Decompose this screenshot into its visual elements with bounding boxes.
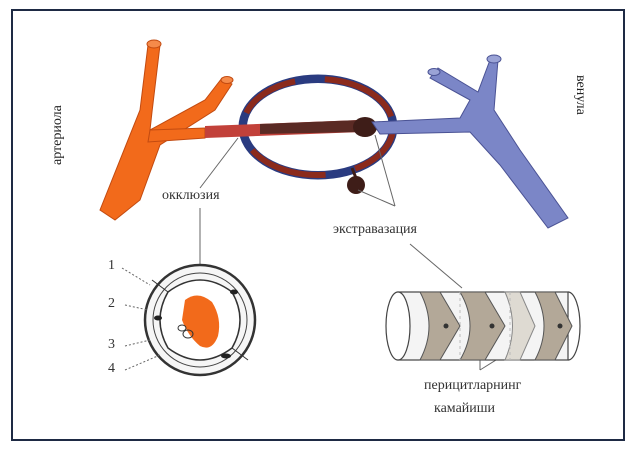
extravasation-label: экстравазация xyxy=(333,222,417,238)
pericytes-label-line1: перицитларнинг xyxy=(424,378,521,394)
part-number-3: 3 xyxy=(108,337,115,353)
pericytes-label-line2: камайиши xyxy=(434,401,495,417)
part-number-2: 2 xyxy=(108,296,115,312)
occlusion-label: окклюзия xyxy=(162,188,220,204)
arteriole-label: артериола xyxy=(50,105,66,165)
pericyte-cylinder xyxy=(386,292,580,360)
part-number-1: 1 xyxy=(108,258,115,274)
venule-label: венула xyxy=(572,75,588,115)
capillary-loop xyxy=(205,79,393,194)
venule-vessel xyxy=(372,55,568,228)
part-number-4: 4 xyxy=(108,361,115,377)
capillary-cross-section xyxy=(145,265,255,375)
